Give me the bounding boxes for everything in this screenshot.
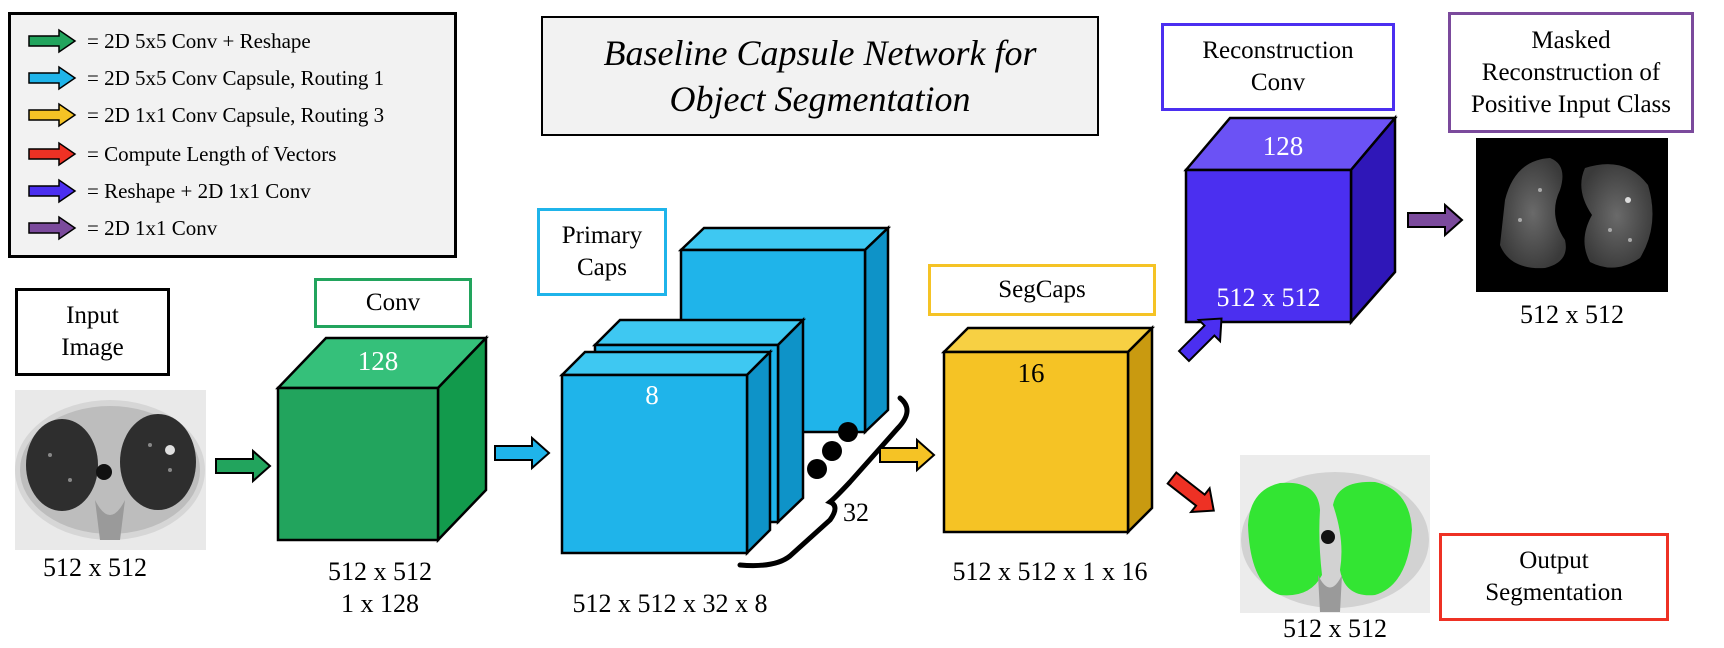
reconstruction-label-line-2: Conv: [1250, 69, 1306, 96]
output-segmentation-image: [1240, 455, 1430, 613]
primary-caps-cube-front: [558, 348, 774, 557]
output-label-line-1: Output: [1519, 547, 1589, 574]
arrow-conv-capsule-routing-1: [494, 435, 551, 471]
primary-caps-channels: 8: [645, 380, 659, 410]
segcaps-cube: [940, 324, 1156, 536]
masked-reconstruction-image: [1476, 138, 1668, 292]
segcaps-channels: 16: [1017, 358, 1045, 388]
legend: = 2D 5x5 Conv + Reshape = 2D 5x5 Conv Ca…: [8, 12, 457, 258]
purple-arrow-icon: [28, 215, 77, 241]
red-arrow-icon: [28, 141, 77, 167]
input-size: 512 x 512: [43, 553, 147, 582]
yellow-arrow-icon: [28, 102, 77, 128]
title-line-2: Object Segmentation: [669, 79, 971, 119]
legend-label: = 2D 1x1 Conv Capsule, Routing 3: [87, 102, 385, 127]
output-size: 512 x 512: [1283, 614, 1387, 643]
title-line-1: Baseline Capsule Network for: [603, 33, 1037, 73]
conv-size-line-2: 1 x 128: [341, 589, 419, 618]
conv-label-text: Conv: [365, 289, 421, 316]
primary-caps-label-line-2: Caps: [577, 254, 627, 281]
blue-arrow-icon: [28, 65, 77, 91]
masked-size: 512 x 512: [1520, 300, 1624, 329]
legend-item: = 2D 1x1 Conv: [27, 213, 217, 243]
legend-label: = 2D 1x1 Conv: [87, 215, 218, 240]
primary-caps-count: 32: [843, 498, 869, 527]
curly-brace: [737, 395, 910, 569]
masked-reconstruction-label: Masked Reconstruction of Positive Input …: [1448, 12, 1694, 133]
arrow-conv-capsule-routing-3: [879, 437, 936, 473]
legend-item: = 2D 1x1 Conv Capsule, Routing 3: [27, 100, 384, 130]
segcaps-label-text: SegCaps: [998, 276, 1086, 303]
green-arrow-icon: [28, 28, 77, 54]
legend-item: = 2D 5x5 Conv + Reshape: [27, 26, 311, 56]
legend-item: = 2D 5x5 Conv Capsule, Routing 1: [27, 63, 384, 93]
arrow-reshape-1x1-conv: [1177, 317, 1223, 363]
legend-item: = Compute Length of Vectors: [27, 139, 336, 169]
conv-size: 512 x 512 1 x 128: [270, 556, 490, 620]
ellipsis-dots: [807, 422, 858, 479]
input-label-line-2: Image: [61, 334, 124, 361]
conv-label: Conv: [314, 278, 472, 328]
conv-cube: [275, 334, 489, 544]
reconstruction-conv-label: Reconstruction Conv: [1161, 23, 1395, 111]
legend-label: = Reshape + 2D 1x1 Conv: [87, 178, 311, 203]
diagram-title: Baseline Capsule Network for Object Segm…: [541, 16, 1099, 136]
primary-caps-label-line-1: Primary: [561, 222, 643, 249]
output-label-line-2: Segmentation: [1485, 579, 1623, 606]
legend-label: = 2D 5x5 Conv Capsule, Routing 1: [87, 65, 385, 90]
conv-channels: 128: [357, 346, 399, 376]
input-label-line-1: Input: [66, 302, 119, 329]
primary-caps-size: 512 x 512 x 32 x 8: [572, 589, 768, 618]
legend-item: = Reshape + 2D 1x1 Conv: [27, 176, 311, 206]
reconstruction-channels: 128: [1262, 131, 1304, 161]
primary-caps-label: Primary Caps: [537, 208, 667, 296]
input-ct-image: [15, 390, 206, 550]
reconstruction-cube: [1183, 114, 1398, 326]
masked-label-line-2: Reconstruction of: [1481, 58, 1661, 86]
arrow-compute-length: [1166, 471, 1215, 514]
masked-label-line-1: Masked: [1531, 26, 1611, 54]
segcaps-label: SegCaps: [928, 264, 1156, 316]
segcaps-size: 512 x 512 x 1 x 16: [952, 557, 1148, 586]
conv-size-line-1: 512 x 512: [328, 557, 432, 586]
reconstruction-size: 512 x 512: [1216, 283, 1321, 312]
legend-label: = Compute Length of Vectors: [87, 141, 337, 166]
arrow-conv-reshape: [215, 448, 272, 484]
masked-label-line-3: Positive Input Class: [1470, 90, 1671, 118]
reconstruction-label-line-1: Reconstruction: [1202, 37, 1354, 64]
arrow-2d-1x1-conv: [1407, 202, 1464, 238]
input-image-label: Input Image: [15, 288, 170, 376]
output-segmentation-label: Output Segmentation: [1439, 533, 1669, 621]
indigo-arrow-icon: [28, 178, 77, 204]
legend-label: = 2D 5x5 Conv + Reshape: [87, 28, 311, 53]
